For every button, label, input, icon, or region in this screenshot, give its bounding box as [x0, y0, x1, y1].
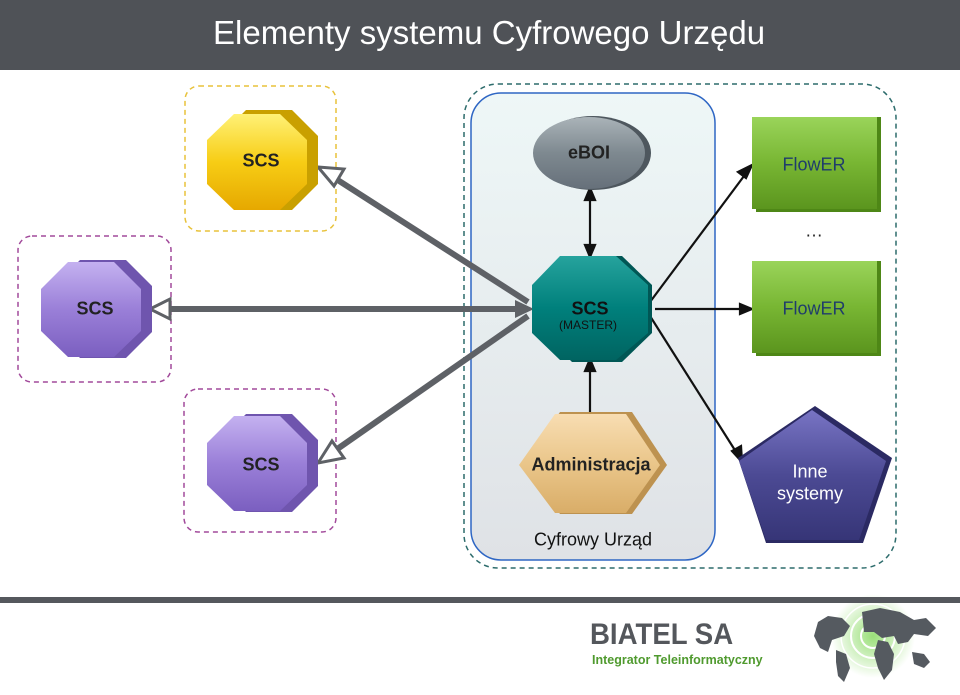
footer-divider [0, 597, 960, 603]
group-frame-scs-bottom [183, 388, 337, 533]
node-flower-top[interactable] [752, 117, 881, 212]
scs-top-label: SCS [242, 150, 280, 171]
node-scs-master[interactable] [532, 256, 652, 362]
node-flower-bottom[interactable] [752, 261, 881, 356]
connector-master-flower-top [649, 171, 748, 303]
connector-master-scs-bottom [331, 313, 530, 455]
inne-systemy-label-line2: systemy [776, 483, 844, 504]
flower-bottom-label: FlowER [782, 298, 846, 319]
connector-group [146, 165, 534, 466]
arrowhead-master-left [515, 300, 534, 318]
node-administracja[interactable] [519, 412, 667, 514]
ellipsis-label: … [805, 220, 823, 241]
administracja-label: Administracja [531, 454, 651, 475]
arrowhead-flower-bottom [738, 302, 755, 316]
arrowhead-master-bottom [583, 356, 597, 373]
arrowhead-eboi [583, 185, 597, 202]
arrowhead-master-top [583, 243, 597, 260]
connector-master-inne [649, 315, 739, 456]
flower-top-label: FlowER [782, 154, 846, 175]
scs-left-label: SCS [76, 298, 114, 319]
world-map-icon [814, 594, 936, 682]
node-inne-systemy[interactable] [738, 406, 892, 543]
cyfrowy-urzad-label: Cyfrowy Urząd [533, 529, 653, 550]
arrowhead-flower-top [735, 162, 755, 180]
group-frame-cyfrowy-urzad [463, 83, 897, 569]
node-scs-left[interactable] [41, 260, 152, 358]
page-title: Elementy systemu Cyfrowego Urzędu [213, 14, 766, 51]
node-eboi[interactable] [533, 116, 651, 190]
eboi-label: eBOI [567, 142, 611, 163]
arrowhead-scs-top [314, 165, 347, 189]
arrowhead-scs-bottom [314, 438, 347, 466]
arrowhead-scs-left [146, 296, 172, 322]
node-scs-top[interactable] [207, 110, 318, 210]
scs-bottom-label: SCS [242, 454, 280, 475]
inne-systemy-label-line1: Inne [792, 461, 828, 482]
group-frame-scs-top [184, 85, 337, 232]
scs-master-sublabel: (MASTER) [559, 318, 617, 332]
scs-master-label: SCS [571, 298, 609, 319]
thin-connector-group [583, 162, 755, 466]
company-tagline: Integrator Teleinformatyczny [592, 653, 763, 667]
title-bar [0, 0, 960, 70]
connector-master-scs-top [331, 174, 530, 305]
node-scs-bottom[interactable] [207, 414, 318, 512]
company-logo-text: BIATEL SA [590, 618, 734, 651]
